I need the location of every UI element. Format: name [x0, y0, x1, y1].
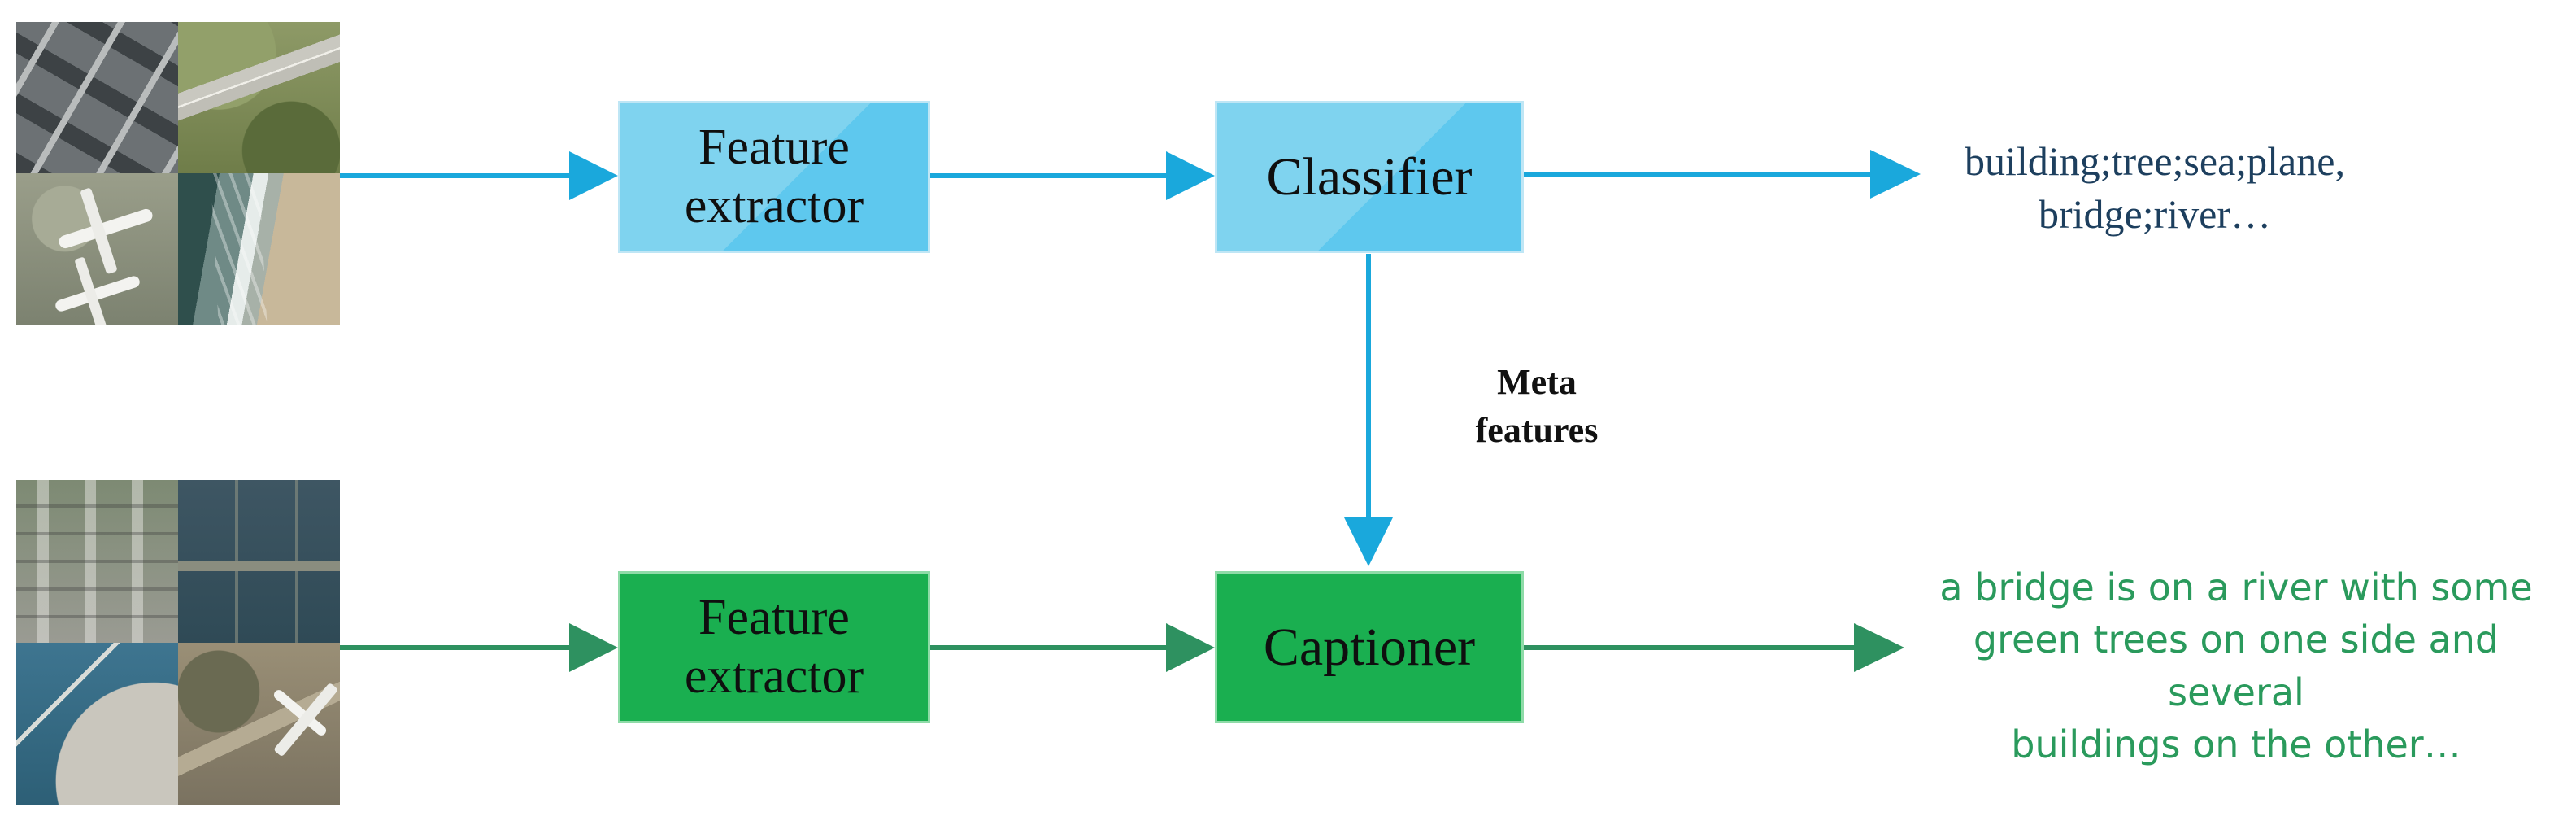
feature-extractor-box-bottom: Feature extractor — [618, 571, 930, 723]
arrowhead-classifier-to-captioner — [1344, 517, 1393, 566]
arrowhead-images-to-extractor-top — [569, 151, 618, 200]
caption-line3: buildings on the other… — [2011, 722, 2461, 767]
river-image — [178, 480, 340, 643]
rooftops-image — [16, 22, 178, 173]
city-image — [16, 480, 178, 643]
top-image-mosaic — [16, 22, 340, 325]
caption-line1: a bridge is on a river with some — [1939, 565, 2533, 609]
classifier-box: Classifier — [1215, 101, 1524, 253]
meta-features-line2: features — [1475, 410, 1599, 451]
harbor-image — [16, 643, 178, 805]
meta-features-line1: Meta — [1497, 362, 1577, 402]
classifier-output-labels: building;tree;sea;plane, bridge;river… — [1919, 135, 2391, 241]
road-image — [178, 22, 340, 173]
feature-extractor-box-top: Feature extractor — [618, 101, 930, 253]
feature-extractor-bottom-line2: extractor — [684, 648, 864, 704]
classifier-output-line2: bridge;river… — [2038, 191, 2271, 237]
arrowhead-extractor-to-classifier — [1166, 151, 1215, 200]
captioner-label: Captioner — [1263, 617, 1476, 677]
caption-line2: green trees on one side and several — [1973, 618, 2500, 714]
arrowhead-images-to-extractor-bottom — [569, 623, 618, 672]
arrowhead-extractor-to-captioner — [1166, 623, 1215, 672]
arrowhead-classifier-to-labels — [1870, 150, 1921, 199]
classifier-label: Classifier — [1266, 146, 1473, 207]
captioner-box: Captioner — [1215, 571, 1524, 723]
feature-extractor-top-line1: Feature — [698, 120, 850, 176]
feature-extractor-bottom-line1: Feature — [698, 590, 850, 646]
bottom-image-mosaic — [16, 480, 340, 805]
classifier-output-line1: building;tree;sea;plane, — [1965, 138, 2345, 184]
beach-image — [178, 173, 340, 325]
captioner-output-caption: a bridge is on a river with some green t… — [1903, 561, 2569, 771]
meta-features-label: Meta features — [1431, 358, 1643, 455]
arrowhead-captioner-to-caption — [1854, 623, 1904, 672]
airfield-image — [178, 643, 340, 805]
airplanes-image — [16, 173, 178, 325]
feature-extractor-top-line2: extractor — [684, 177, 864, 234]
